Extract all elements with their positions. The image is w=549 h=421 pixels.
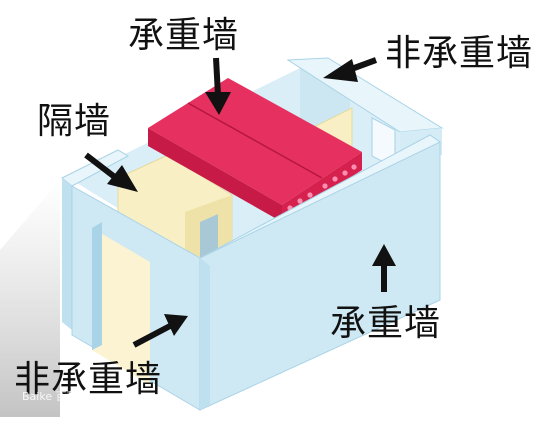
label-top-load-bearing: 承重墙 bbox=[128, 15, 240, 56]
arrow-head-bottom bbox=[164, 314, 188, 336]
slab-hollow-cores bbox=[287, 164, 357, 211]
watermark: Baike 百科 bbox=[22, 390, 78, 403]
arrow-head-right bbox=[372, 244, 396, 266]
label-top-right-non-load-bearing: 非承重墙 bbox=[385, 33, 534, 74]
arrow-top-load-bearing bbox=[213, 57, 221, 96]
label-bottom-non-load-bearing: 非承重墙 bbox=[14, 359, 163, 400]
floor-slab-front bbox=[148, 128, 282, 222]
left-wall-top bbox=[61, 149, 130, 187]
label-right-load-bearing: 承重墙 bbox=[330, 303, 442, 344]
arrow-head-top-right bbox=[323, 59, 358, 82]
arrow-head-partition bbox=[107, 165, 138, 192]
slab-seam bbox=[187, 102, 323, 179]
arrows bbox=[84, 57, 396, 348]
front-corner-edge bbox=[200, 258, 210, 410]
arrow-partition bbox=[84, 152, 118, 181]
left-doorway-jamb bbox=[92, 222, 102, 350]
left-wall-edge bbox=[62, 178, 72, 330]
label-partition: 隔墙 bbox=[37, 101, 112, 142]
arrow-bottom bbox=[132, 323, 172, 348]
arrow-head-top bbox=[205, 92, 231, 115]
ground-shadow bbox=[0, 180, 60, 417]
